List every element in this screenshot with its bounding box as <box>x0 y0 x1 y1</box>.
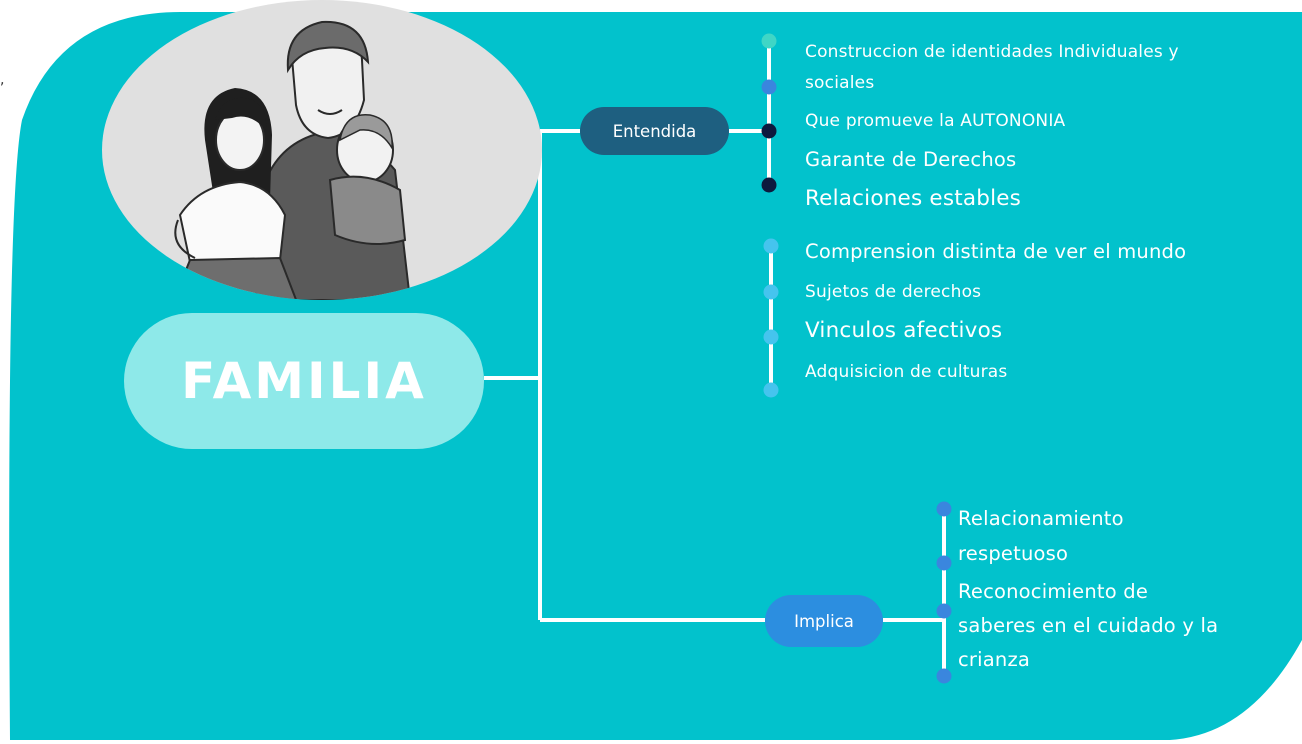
timeline-dot <box>936 555 952 571</box>
timelines <box>767 41 946 678</box>
list-item: Construccion de identidades Individuales… <box>805 42 1179 62</box>
timeline-dot <box>763 329 779 345</box>
timeline-dot <box>936 668 952 684</box>
list-item: Adquisicion de culturas <box>805 362 1008 382</box>
list-item: Reconocimiento de <box>958 580 1149 603</box>
stray-mark: , <box>0 72 5 88</box>
list-item: Relaciones estables <box>805 186 1022 211</box>
list-item: Sujetos de derechos <box>805 282 982 302</box>
timeline-dot <box>936 501 952 517</box>
list-item: Vinculos afectivos <box>805 318 1003 343</box>
list-item: Relacionamiento <box>958 507 1124 530</box>
timeline-dot <box>763 238 779 254</box>
timeline-dot <box>761 79 777 95</box>
timeline-dot <box>763 284 779 300</box>
timeline-dot <box>761 33 777 49</box>
central-node-familia[interactable]: FAMILIA <box>124 313 484 449</box>
list-item: Que promueve la AUTONONIA <box>805 111 1066 131</box>
list-item: respetuoso <box>958 542 1069 565</box>
branch-implica[interactable]: Implica <box>794 611 854 631</box>
entendida-pill-bg <box>580 107 729 155</box>
timeline-dot <box>936 603 952 619</box>
list-item: saberes en el cuidado y la <box>958 614 1219 637</box>
timeline-dot <box>763 382 779 398</box>
family-illustration <box>102 0 542 300</box>
timeline-dot <box>761 177 777 193</box>
connectors <box>484 129 942 622</box>
branch-entendida[interactable]: Entendida <box>612 121 697 141</box>
list-item: sociales <box>805 73 875 93</box>
list-item: Comprension distinta de ver el mundo <box>805 240 1187 263</box>
implica-pill-bg <box>765 595 883 647</box>
list-item: crianza <box>958 648 1031 671</box>
list-item: Garante de Derechos <box>805 148 1017 171</box>
timeline-dot <box>761 123 777 139</box>
